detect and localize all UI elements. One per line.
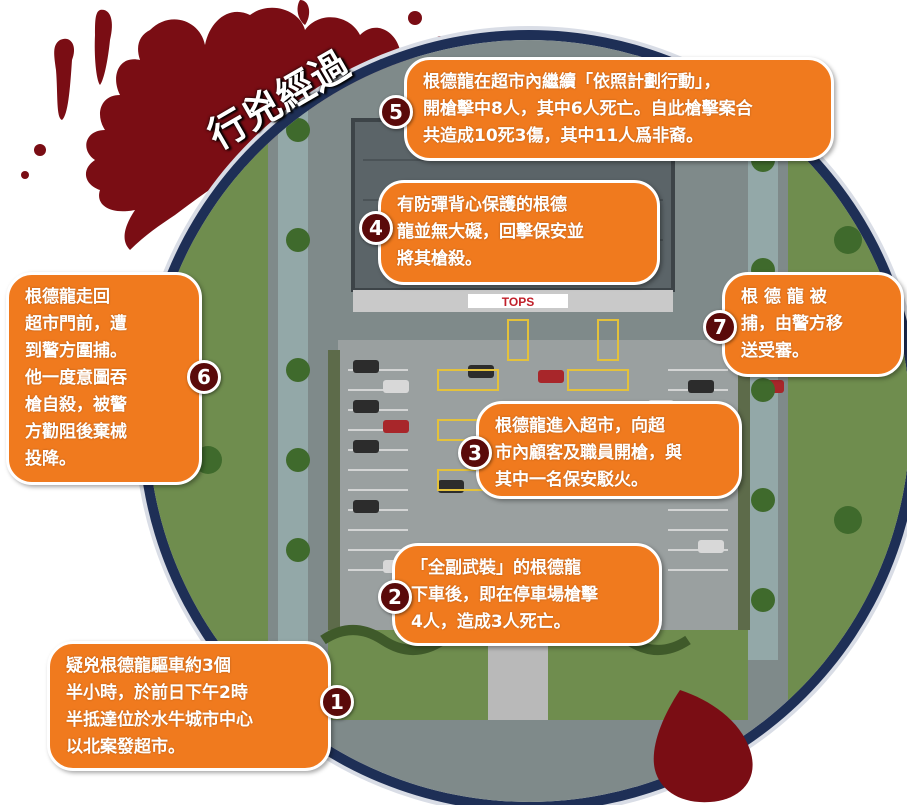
step-2-bubble: 「全副武裝」的根德龍 下車後，即在停車場槍擊 4人，造成3人死亡。 <box>392 543 662 646</box>
step-1-badge: 1 <box>320 685 354 719</box>
step-4-bubble: 有防彈背心保護的根德 龍並無大礙，回擊保安並 將其槍殺。 <box>378 180 660 285</box>
step-5-badge: 5 <box>379 95 413 129</box>
step-6-bubble: 根德龍走回 超市門前，遭 到警方圍捕。 他一度意圖吞 槍自殺，被警 方勸阻後棄械… <box>6 272 202 485</box>
step-4-text: 有防彈背心保護的根德 龍並無大礙，回擊保安並 將其槍殺。 <box>397 195 584 269</box>
blood-drip <box>653 690 753 803</box>
step-3-badge: 3 <box>458 436 492 470</box>
step-7-text: 根 德 龍 被 捕，由警方移 送受審。 <box>741 287 843 361</box>
step-7-bubble: 根 德 龍 被 捕，由警方移 送受審。 <box>722 272 904 377</box>
step-1-text: 疑兇根德龍驅車約3個 半小時，於前日下午2時 半抵達位於水牛城市中心 以北案發超… <box>66 656 253 757</box>
blood-splatter <box>21 0 444 251</box>
step-5-bubble: 根德龍在超市內繼續「依照計劃行動」， 開槍擊中8人，其中6人死亡。自此槍擊案合 … <box>404 57 834 161</box>
step-5-text: 根德龍在超市內繼續「依照計劃行動」， 開槍擊中8人，其中6人死亡。自此槍擊案合 … <box>423 72 753 146</box>
store-sign: TOPS <box>502 295 534 309</box>
step-6-badge: 6 <box>187 360 221 394</box>
step-2-text: 「全副武裝」的根德龍 下車後，即在停車場槍擊 4人，造成3人死亡。 <box>411 558 598 632</box>
step-2-badge: 2 <box>378 580 412 614</box>
step-4-badge: 4 <box>359 211 393 245</box>
step-1-bubble: 疑兇根德龍驅車約3個 半小時，於前日下午2時 半抵達位於水牛城市中心 以北案發超… <box>47 641 331 771</box>
step-7-badge: 7 <box>703 310 737 344</box>
step-6-text: 根德龍走回 超市門前，遭 到警方圍捕。 他一度意圖吞 槍自殺，被警 方勸阻後棄械… <box>25 287 127 469</box>
step-3-bubble: 根德龍進入超市，向超 市內顧客及職員開槍，與 其中一名保安駁火。 <box>476 401 742 499</box>
step-3-text: 根德龍進入超市，向超 市內顧客及職員開槍，與 其中一名保安駁火。 <box>495 416 682 490</box>
